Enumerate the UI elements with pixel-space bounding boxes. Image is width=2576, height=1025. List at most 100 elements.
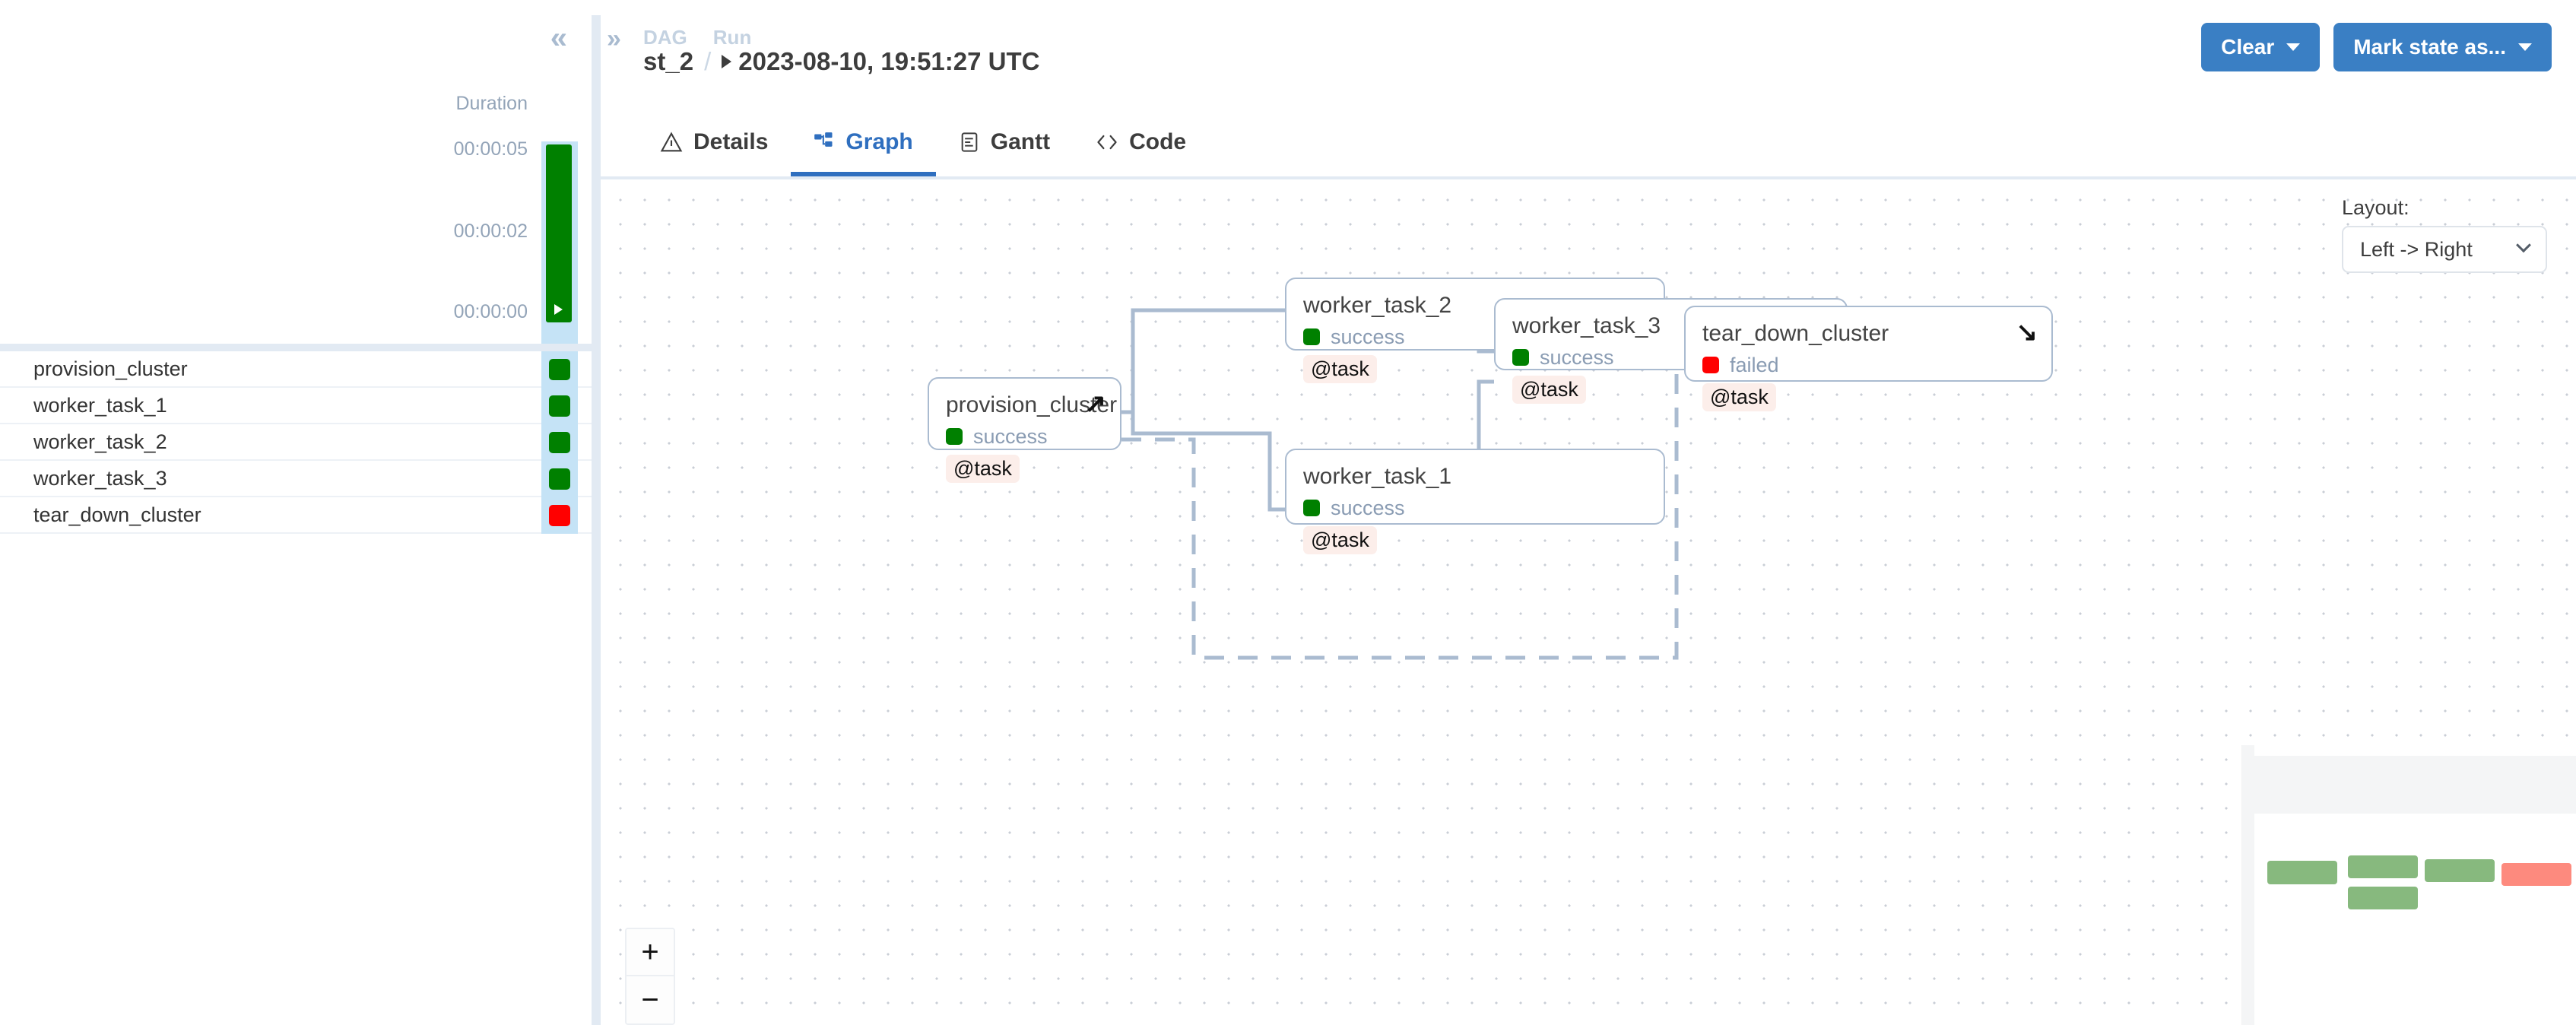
minimap-viewport-top bbox=[2242, 756, 2576, 814]
node-state: success bbox=[1512, 346, 1829, 370]
edge-provision-to-worker2 bbox=[1121, 308, 1285, 414]
chevron-double-left-icon[interactable]: « bbox=[550, 21, 567, 55]
setup-arrow-icon: ↗ bbox=[1084, 389, 1107, 418]
breadcrumb-label-dag: DAG bbox=[643, 26, 687, 49]
task-state-cell[interactable] bbox=[541, 388, 578, 424]
tab-gantt[interactable]: Gantt bbox=[936, 113, 1073, 176]
run-duration-bar[interactable] bbox=[546, 144, 572, 322]
grid-section-divider bbox=[0, 344, 592, 351]
graph-node-tear-down-cluster[interactable]: tear_down_cluster failed @task ↘ bbox=[1684, 306, 2053, 411]
breadcrumb-separator: / bbox=[704, 47, 712, 75]
clear-button[interactable]: Clear bbox=[2201, 23, 2321, 71]
warning-triangle-icon bbox=[660, 131, 683, 154]
tab-details-label: Details bbox=[693, 129, 769, 154]
table-row[interactable]: worker_task_2 bbox=[0, 424, 592, 461]
tab-graph-label: Graph bbox=[845, 129, 913, 154]
zoom-out-button[interactable]: − bbox=[627, 976, 674, 1023]
mark-state-button[interactable]: Mark state as... bbox=[2333, 23, 2552, 71]
node-operator-badge: @task bbox=[1512, 375, 1586, 404]
tab-code[interactable]: Code bbox=[1073, 113, 1209, 176]
chevron-down-icon bbox=[2518, 43, 2532, 51]
table-row[interactable]: provision_cluster bbox=[0, 351, 592, 388]
node-state: success bbox=[1303, 497, 1647, 520]
node-operator-badge: @task bbox=[1702, 382, 1776, 411]
breadcrumb-label-run: Run bbox=[712, 26, 752, 49]
code-brackets-icon bbox=[1096, 132, 1118, 152]
node-title: tear_down_cluster bbox=[1702, 321, 1889, 346]
run-id-label[interactable]: 2023-08-10, 19:51:27 UTC bbox=[738, 47, 1040, 75]
status-dot-success bbox=[1303, 500, 1320, 516]
task-name: worker_task_3 bbox=[33, 466, 167, 490]
node-state-label: success bbox=[1331, 496, 1405, 519]
node-state: success bbox=[1303, 325, 1647, 349]
status-dot-success bbox=[946, 428, 963, 445]
table-row[interactable]: tear_down_cluster bbox=[0, 497, 592, 534]
dag-id-link[interactable]: st_2 bbox=[643, 47, 694, 75]
status-square-success bbox=[549, 432, 570, 453]
mark-state-button-label: Mark state as... bbox=[2353, 35, 2506, 59]
graph-nodes-icon bbox=[814, 132, 835, 153]
status-dot-failed bbox=[1702, 357, 1719, 373]
node-state-label: success bbox=[1331, 325, 1405, 348]
breadcrumb: st_2 / 2023-08-10, 19:51:27 UTC bbox=[643, 47, 1039, 76]
minimap-node bbox=[2348, 855, 2418, 878]
node-operator-badge: @task bbox=[946, 454, 1020, 483]
status-dot-success bbox=[1512, 349, 1529, 366]
node-state: success bbox=[946, 425, 1103, 449]
node-state-label: success bbox=[973, 424, 1048, 448]
grid-panel: « Duration 00:00:05 00:00:02 00:00:00 pr… bbox=[0, 0, 592, 1025]
minimap-node bbox=[2348, 887, 2418, 909]
task-state-cell[interactable] bbox=[541, 461, 578, 497]
node-title: worker_task_1 bbox=[1303, 464, 1452, 489]
minimap-node bbox=[2267, 861, 2337, 884]
tab-graph[interactable]: Graph bbox=[791, 113, 936, 176]
layout-select-value: Left -> Right bbox=[2360, 237, 2473, 261]
detail-pane: » DAG Run st_2 / 2023-08-10, 19:51:27 UT… bbox=[601, 0, 2576, 1025]
minimap-node bbox=[2501, 863, 2571, 886]
table-row[interactable]: worker_task_3 bbox=[0, 461, 592, 497]
task-name: worker_task_2 bbox=[33, 430, 167, 453]
run-play-icon bbox=[554, 304, 563, 315]
minimap-node bbox=[2425, 859, 2495, 882]
duration-axis-title: Duration bbox=[455, 93, 528, 114]
node-title: provision_cluster bbox=[946, 392, 1118, 417]
gantt-document-icon bbox=[959, 132, 980, 153]
run-play-triangle-icon bbox=[722, 55, 732, 68]
table-row[interactable]: worker_task_1 bbox=[0, 388, 592, 424]
status-square-success bbox=[549, 359, 570, 380]
graph-minimap[interactable] bbox=[2241, 745, 2576, 1025]
chevron-down-icon bbox=[2516, 237, 2531, 253]
duration-tick-0: 00:00:05 bbox=[453, 138, 528, 160]
edge-provision-to-worker1 bbox=[1121, 410, 1285, 512]
graph-node-worker-task-1[interactable]: worker_task_1 success @task bbox=[1285, 449, 1665, 554]
status-square-success bbox=[549, 395, 570, 417]
graph-node-provision-cluster[interactable]: provision_cluster success @task ↗ bbox=[928, 377, 1121, 483]
task-state-cell[interactable] bbox=[541, 497, 578, 534]
panel-resize-handle[interactable] bbox=[592, 15, 601, 1025]
duration-tick-2: 00:00:00 bbox=[453, 301, 528, 322]
task-row-list: provision_cluster worker_task_1 worker_t… bbox=[0, 351, 592, 534]
clear-button-label: Clear bbox=[2221, 35, 2275, 59]
task-state-cell[interactable] bbox=[541, 351, 578, 388]
node-state-label: success bbox=[1540, 345, 1614, 369]
task-name: tear_down_cluster bbox=[33, 503, 201, 526]
zoom-in-button[interactable]: + bbox=[627, 929, 674, 976]
breadcrumb-labels: DAG Run bbox=[643, 26, 751, 49]
layout-label: Layout: bbox=[2342, 196, 2409, 219]
chevron-down-icon bbox=[2286, 43, 2301, 51]
teardown-arrow-icon: ↘ bbox=[2016, 318, 2038, 347]
task-name: worker_task_1 bbox=[33, 393, 167, 417]
tab-bar: Details Graph bbox=[601, 113, 2576, 179]
status-dot-success bbox=[1303, 328, 1320, 345]
tab-details[interactable]: Details bbox=[637, 113, 791, 176]
chevron-double-right-icon[interactable]: » bbox=[607, 24, 621, 53]
task-name: provision_cluster bbox=[33, 357, 188, 380]
node-state: failed bbox=[1702, 354, 2035, 377]
node-operator-badge: @task bbox=[1303, 525, 1377, 554]
task-state-cell[interactable] bbox=[541, 424, 578, 461]
layout-select[interactable]: Left -> Right bbox=[2342, 226, 2547, 273]
graph-canvas[interactable]: Layout: Left -> Right bbox=[601, 182, 2576, 1025]
status-square-success bbox=[549, 468, 570, 490]
status-square-failed bbox=[549, 505, 570, 526]
